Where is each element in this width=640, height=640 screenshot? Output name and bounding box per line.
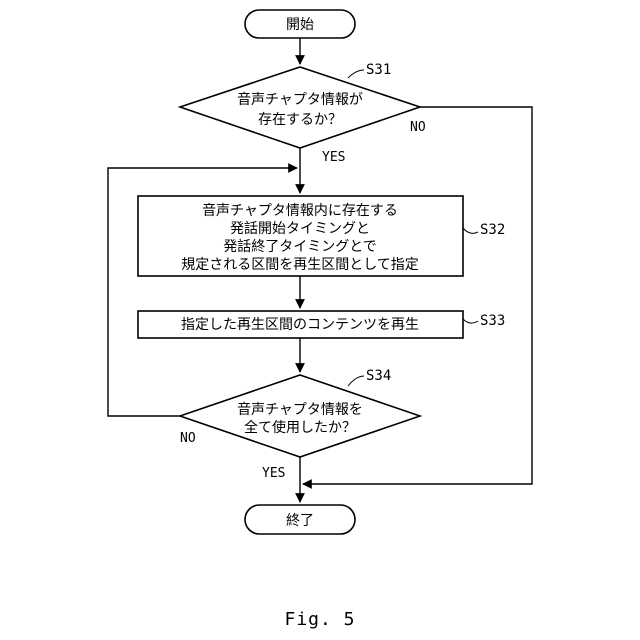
decision-s31-line-2: 存在するか？	[258, 112, 342, 128]
s31-yes-label: YES	[322, 150, 345, 165]
decision-s34-line-2: 全て使用したか？	[244, 419, 356, 436]
process-s33-line-1: 指定した再生区間のコンテンツを再生	[181, 317, 419, 333]
step-label-s31: S31	[366, 62, 391, 78]
process-s33: 指定した再生区間のコンテンツを再生 S33	[138, 311, 505, 338]
step-leader-s34	[348, 376, 364, 386]
start-terminal: 開始	[245, 10, 355, 38]
process-s32-line-4: 規定される区間を再生区間として指定	[181, 257, 419, 273]
s34-no-label: NO	[180, 431, 196, 446]
process-s32-line-3: 発話終了タイミングとで	[223, 238, 377, 255]
step-label-s32: S32	[480, 222, 505, 238]
s34-yes-label: YES	[262, 466, 285, 481]
start-label: 開始	[286, 17, 314, 33]
decision-s31: 音声チャプタ情報が 存在するか？ S31	[180, 62, 420, 148]
figure-label: Fig. 5	[284, 609, 355, 630]
process-s32-line-2: 発話開始タイミングと	[230, 220, 370, 237]
step-label-s33: S33	[480, 313, 505, 329]
decision-s34: 音声チャプタ情報を 全て使用したか？ S34	[180, 368, 420, 457]
decision-s34-line-1: 音声チャプタ情報を	[237, 401, 363, 418]
s31-no-label: NO	[410, 120, 426, 135]
process-s32-line-1: 音声チャプタ情報内に存在する	[202, 202, 398, 219]
end-label: 終了	[286, 513, 314, 529]
step-leader-s32	[463, 228, 478, 233]
decision-s31-line-1: 音声チャプタ情報が	[237, 91, 363, 108]
step-leader-s31	[348, 70, 364, 78]
step-label-s34: S34	[366, 368, 391, 384]
process-s32: 音声チャプタ情報内に存在する 発話開始タイミングと 発話終了タイミングとで 規定…	[138, 196, 505, 276]
end-terminal: 終了	[245, 505, 355, 534]
step-leader-s33	[463, 319, 478, 323]
